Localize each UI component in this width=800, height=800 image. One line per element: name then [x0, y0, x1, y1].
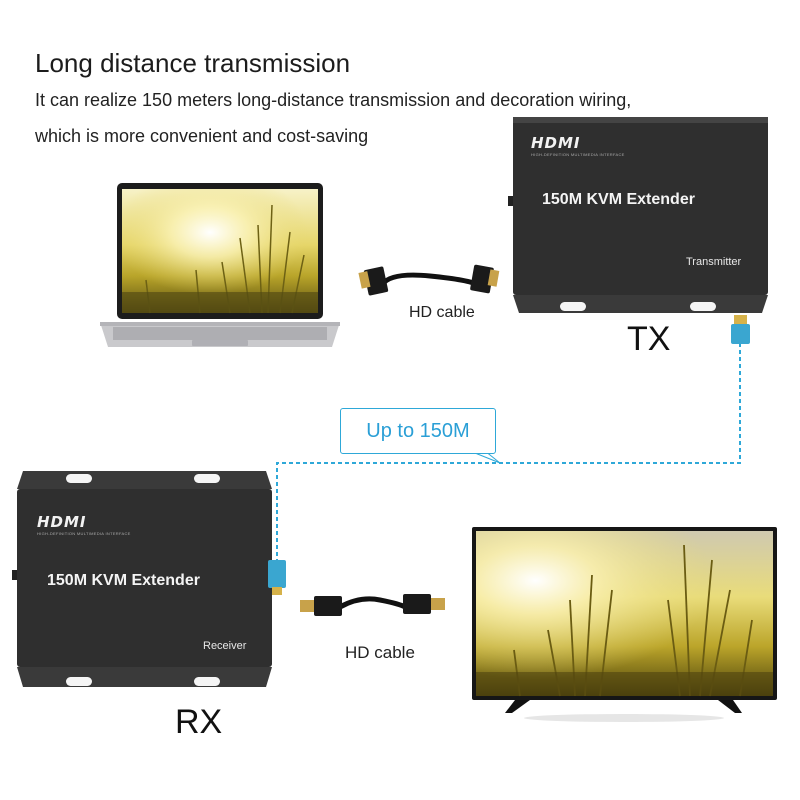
rx-label: RX — [175, 703, 223, 741]
transmitter-role: Transmitter — [686, 256, 742, 268]
receiver-mount-slot-left — [66, 474, 92, 483]
laptop — [100, 183, 340, 347]
description-line-2: which is more convenient and cost-saving — [35, 126, 369, 146]
hd-cable-label-top: HD cable — [409, 304, 475, 321]
rj45-connector-rx — [268, 560, 286, 595]
television — [472, 527, 777, 722]
description-line-1: It can realize 150 meters long-distance … — [35, 90, 632, 110]
hdmi-cable-bottom — [300, 594, 445, 616]
network-cable-line — [276, 343, 741, 565]
distance-bubble: Up to 150M — [340, 408, 496, 454]
transmitter-name: 150M KVM Extender — [542, 191, 695, 208]
receiver-mount-slot-bottom-right — [194, 677, 220, 686]
receiver-mount-slot-bottom-left — [66, 677, 92, 686]
receiver-name: 150M KVM Extender — [47, 572, 200, 589]
transmitter-mount-slot-left — [560, 302, 586, 311]
page-title: Long distance transmission — [35, 48, 351, 78]
transmitter-mount-slot-right — [690, 302, 716, 311]
receiver-role: Receiver — [203, 640, 247, 652]
tx-label: TX — [627, 320, 671, 358]
rj45-connector-tx — [731, 315, 750, 344]
hd-cable-label-bottom: HD cable — [345, 643, 415, 662]
receiver-hdmi-logo-sub: HIGH-DEFINITION MULTIMEDIA INTERFACE — [37, 531, 131, 536]
transmitter-hdmi-logo: HDMI — [531, 134, 581, 152]
receiver-hdmi-logo: HDMI — [37, 513, 87, 531]
hdmi-cable-top — [358, 264, 500, 296]
transmitter-hdmi-logo-sub: HIGH-DEFINITION MULTIMEDIA INTERFACE — [531, 152, 625, 157]
receiver-mount-slot-right — [194, 474, 220, 483]
